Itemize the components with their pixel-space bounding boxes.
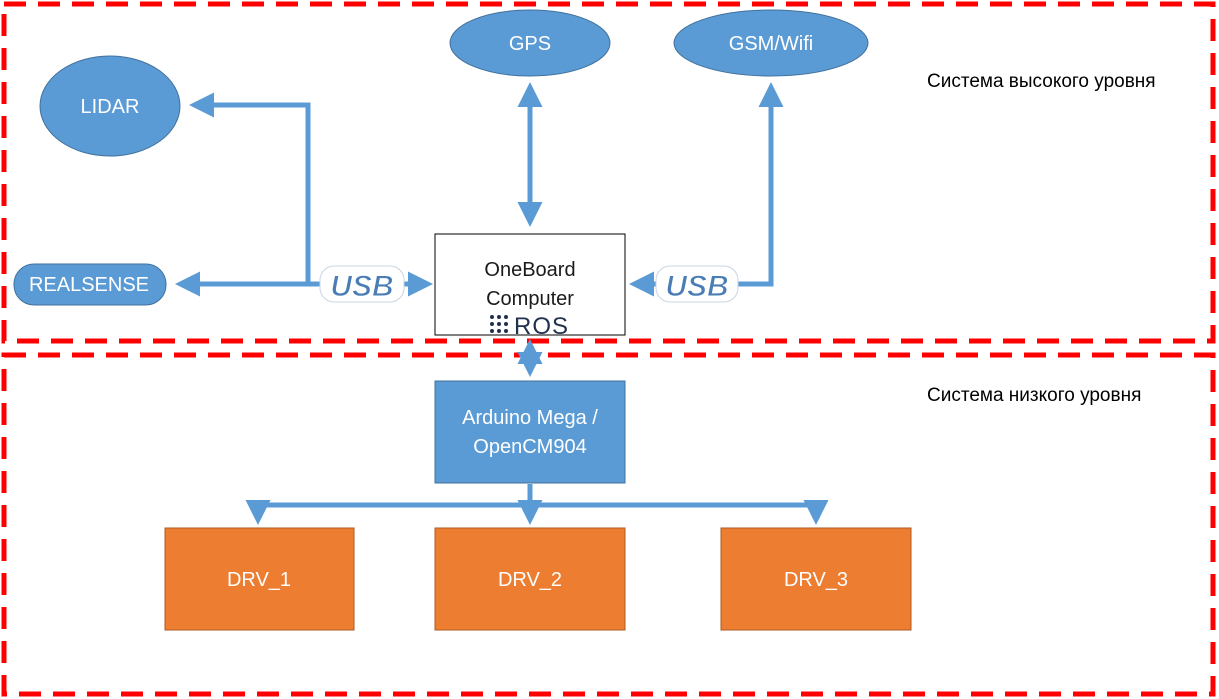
gsm-node: GSM/Wifi (673, 9, 869, 77)
high-level-zone (1, 1, 1216, 344)
arduino-label-line1: Arduino Mega / (462, 407, 598, 429)
realsense-node: REALSENSE (13, 263, 167, 306)
realsense-label: REALSENSE (29, 274, 149, 296)
usb-badge-right: USB (655, 265, 739, 304)
driver-node-2: DRV_2 (434, 527, 626, 631)
low-zone-label: Система низкого уровня (927, 385, 1141, 406)
gsm-connector (735, 82, 784, 287)
driver-label-3: DRV_3 (784, 569, 848, 591)
lidar-node: LIDAR (39, 55, 181, 157)
computer-node: OneBoard Computer ROS (434, 233, 626, 340)
lidar-label: LIDAR (81, 96, 140, 118)
ros-logo-icon (490, 315, 508, 333)
lidar-connector (189, 92, 311, 284)
gsm-label: GSM/Wifi (729, 33, 813, 55)
ros-logo-text: ROS (514, 313, 569, 340)
driver-node-3: DRV_3 (720, 527, 912, 631)
driver-label-2: DRV_2 (498, 569, 562, 591)
computer-label-line1: OneBoard (484, 259, 575, 281)
usb-badge-left: USB (319, 265, 405, 304)
computer-label-line2: Computer (486, 288, 574, 310)
low-level-zone (1, 352, 1216, 697)
driver-label-1: DRV_1 (227, 569, 291, 591)
usb-right-text: USB (665, 270, 728, 303)
driver-node-1: DRV_1 (164, 527, 355, 631)
arduino-label-line2: OpenCM904 (473, 436, 586, 458)
gps-label: GPS (509, 33, 551, 55)
high-zone-label: Система высокого уровня (927, 71, 1156, 92)
connectors (175, 82, 829, 525)
usb-left-text: USB (330, 270, 393, 303)
arduino-node: Arduino Mega / OpenCM904 (434, 380, 626, 484)
gps-node: GPS (449, 9, 611, 77)
